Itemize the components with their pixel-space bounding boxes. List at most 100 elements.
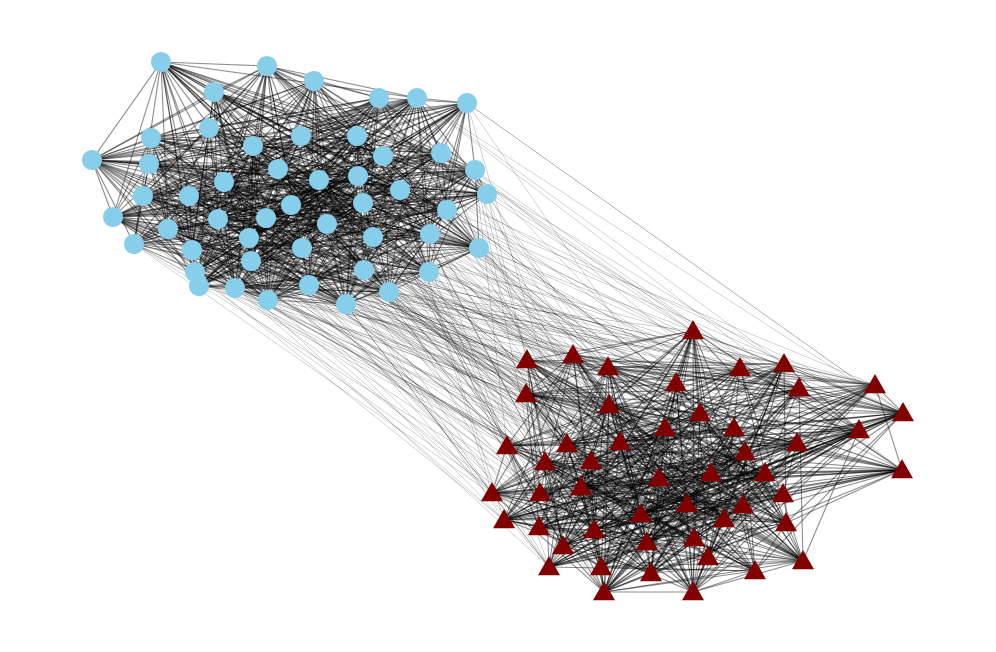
edge [798, 387, 904, 414]
edge [223, 135, 358, 183]
edge [572, 330, 694, 356]
edge [277, 168, 374, 238]
node-circle [419, 262, 439, 282]
node-triangle [481, 482, 503, 502]
edge [248, 145, 254, 239]
edge [363, 269, 541, 494]
edge [133, 61, 162, 245]
edge [526, 359, 804, 562]
edge [313, 80, 602, 568]
edge [213, 91, 358, 137]
edge [525, 393, 568, 445]
edge [707, 556, 804, 562]
edge [562, 545, 709, 558]
edge [608, 404, 694, 593]
edge [91, 159, 114, 218]
edge [133, 193, 488, 245]
edge [742, 504, 756, 572]
edge [733, 412, 904, 429]
edge [308, 233, 431, 286]
edge [208, 127, 267, 219]
edge [194, 271, 568, 445]
edge [664, 427, 746, 453]
edge [112, 216, 725, 520]
edge [345, 202, 364, 305]
node-circle [347, 126, 367, 146]
edge [526, 359, 541, 494]
edge [290, 204, 677, 384]
edge [160, 61, 365, 271]
edge [223, 181, 347, 305]
edge [300, 135, 442, 154]
edge [525, 393, 725, 520]
edge [474, 169, 541, 494]
edge [429, 233, 903, 471]
edge [234, 287, 784, 495]
edge [503, 519, 652, 574]
edge [91, 135, 358, 161]
node-triangle [697, 546, 719, 566]
edge [526, 359, 876, 386]
edge [194, 217, 267, 273]
edge [650, 560, 804, 574]
node-triangle [583, 519, 605, 539]
edge [266, 65, 694, 593]
edge [112, 97, 418, 218]
edge [707, 504, 744, 558]
edge [710, 472, 787, 524]
edge [266, 65, 359, 177]
edge [248, 237, 541, 494]
edge [213, 91, 442, 154]
edge [213, 91, 374, 238]
edge [503, 477, 660, 521]
edge [723, 518, 804, 562]
edge [798, 384, 876, 389]
edge [356, 135, 677, 384]
edge [544, 461, 642, 515]
edge [544, 367, 741, 463]
edge [562, 441, 621, 547]
edge [562, 429, 860, 547]
edge [538, 503, 688, 528]
edge [580, 387, 800, 488]
edge [362, 97, 380, 204]
edge [416, 97, 904, 414]
edge [318, 179, 480, 249]
edge [580, 442, 798, 488]
edge [608, 384, 876, 406]
edge [112, 216, 236, 289]
edge [796, 429, 860, 444]
edge [160, 61, 476, 171]
edge [112, 209, 448, 218]
edge [619, 441, 804, 562]
edge [686, 503, 694, 593]
edge [658, 363, 785, 479]
edge [188, 195, 267, 219]
edge [675, 330, 694, 384]
node-triangle [648, 467, 670, 487]
edge [562, 545, 652, 574]
edge [474, 169, 652, 574]
edge [250, 175, 359, 262]
edge [191, 175, 359, 251]
edge [429, 233, 550, 568]
edge [646, 472, 766, 543]
edge [686, 503, 709, 558]
edge [160, 61, 190, 197]
edge [600, 363, 785, 568]
edge [474, 169, 480, 249]
edge [440, 152, 694, 332]
edge [160, 61, 219, 220]
edge [539, 492, 694, 593]
edge [733, 427, 860, 431]
edge [194, 80, 315, 273]
edge [744, 412, 904, 453]
edge [167, 102, 468, 230]
edge [675, 367, 741, 384]
edge [399, 189, 652, 574]
edge [378, 97, 648, 543]
node-triangle [891, 459, 913, 479]
edge [699, 384, 876, 414]
edge [133, 195, 190, 245]
edge [150, 137, 267, 219]
